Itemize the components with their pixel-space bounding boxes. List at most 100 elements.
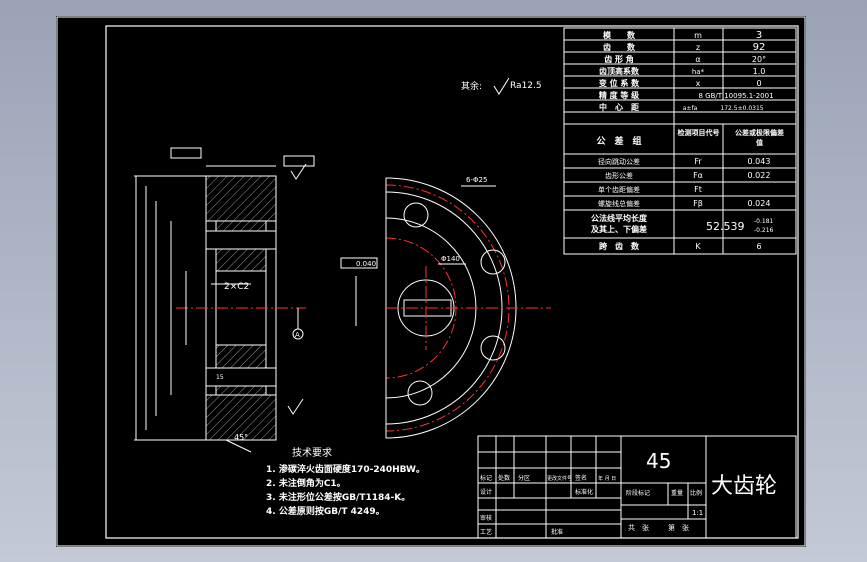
tol-sym: Fβ bbox=[693, 199, 703, 208]
param-name: 齿 形 角 bbox=[604, 54, 634, 64]
tb-count: 处数 bbox=[498, 474, 510, 482]
param-val: 92 bbox=[753, 42, 766, 53]
span-teeth-val: 6 bbox=[756, 242, 761, 251]
drawing-canvas: 2×C2 45° A 15 bbox=[56, 16, 806, 547]
tb-design: 设计 bbox=[480, 488, 492, 496]
tol-frame-top bbox=[170, 147, 202, 159]
param-table bbox=[563, 27, 797, 255]
param-rows: 模 数 m 3 齿 数 z 92 齿 形 角 α 20° 齿顶高系数 ha* 1… bbox=[599, 30, 774, 112]
tb-scale: 比例 bbox=[690, 489, 702, 497]
tb-mark: 标记 bbox=[480, 474, 492, 482]
param-sym: ha* bbox=[692, 68, 705, 76]
gear-front-view bbox=[340, 177, 551, 439]
tech-req-item: 2. 未注倒角为C1。 bbox=[266, 477, 346, 489]
bolt-hole-1 bbox=[403, 202, 429, 228]
roughness-prefix: 其余: bbox=[461, 80, 482, 92]
chamfer-label: 2×C2 bbox=[224, 282, 249, 292]
hole-bottom bbox=[205, 367, 277, 387]
tol-group-header: 公 差 组 bbox=[596, 135, 641, 147]
param-name: 变 位 系 数 bbox=[599, 78, 640, 88]
tb-zone: 分区 bbox=[518, 474, 530, 482]
param-table-frame bbox=[563, 27, 797, 255]
tb-stage-mark: 阶段标记 bbox=[626, 489, 650, 497]
tb-weight: 重量 bbox=[671, 489, 683, 497]
param-val: 20° bbox=[752, 55, 766, 64]
param-val: 3 bbox=[756, 30, 762, 41]
roughness-mark-1 bbox=[290, 163, 307, 180]
hole-label: 6-Φ25 bbox=[466, 176, 487, 184]
tol-limit-header: 公差或极限偏差值 bbox=[735, 129, 784, 147]
param-val: 1.0 bbox=[753, 67, 766, 76]
bolt-hole-2 bbox=[480, 249, 506, 275]
datum-label: A bbox=[295, 331, 300, 339]
hole-top bbox=[205, 230, 277, 250]
common-normal-name2: 及其上、下偏差 bbox=[591, 224, 647, 234]
tol-name: 单个齿距偏差 bbox=[598, 185, 640, 194]
len-label: 15 bbox=[216, 374, 224, 381]
tb-material: 45 bbox=[646, 449, 671, 473]
tol-val: 0.024 bbox=[748, 199, 771, 208]
common-normal-upper: -0.181 bbox=[754, 218, 774, 225]
param-sym: m bbox=[694, 31, 702, 40]
param-sym: z bbox=[696, 43, 700, 52]
tb-date: 年 月 日 bbox=[598, 475, 616, 482]
title-block-frame bbox=[477, 435, 797, 539]
bcd-label: Φ140 bbox=[441, 255, 460, 263]
tol-sym: Fα bbox=[693, 171, 703, 180]
bolt-hole-4 bbox=[407, 380, 433, 406]
tol-limit-header-box: 公差或极限偏差值 bbox=[735, 129, 784, 147]
param-val: 172.5±0.0315 bbox=[720, 105, 763, 112]
tol-sym: Ft bbox=[694, 185, 702, 194]
common-normal-lower: -0.216 bbox=[754, 227, 774, 234]
inner-border bbox=[105, 25, 799, 539]
tol-code-header-box: 检测项目代号 bbox=[677, 129, 720, 137]
tol-name: 螺旋线总偏差 bbox=[598, 199, 640, 208]
common-normal-val: 52.539 bbox=[706, 220, 745, 233]
param-name: 中 心 距 bbox=[599, 102, 639, 112]
bolt-hole-3 bbox=[480, 335, 506, 361]
outer-border bbox=[56, 16, 806, 547]
keyway-tol-frame bbox=[340, 257, 378, 269]
tech-req-title: 技术要求 bbox=[292, 446, 332, 459]
common-normal-name1: 公法线平均长度 bbox=[591, 213, 648, 223]
tb-sign: 签名 bbox=[575, 474, 587, 482]
tol-name: 径向跳动公差 bbox=[598, 157, 640, 166]
angle-label: 45° bbox=[234, 433, 248, 442]
tol-code-header: 检测项目代号 bbox=[677, 129, 720, 137]
tb-review: 审核 bbox=[480, 514, 492, 522]
drawing-sheet: 2×C2 45° A 15 bbox=[56, 16, 806, 547]
tech-req-item: 4. 公差原则按GB/T 4249。 bbox=[266, 505, 385, 517]
gear-section-view bbox=[134, 147, 315, 453]
tb-scale-value: 1:1 bbox=[692, 509, 703, 517]
tb-change-doc: 更改文件号 bbox=[547, 475, 572, 482]
param-val: 8 GB/T 10095.1-2001 bbox=[698, 92, 773, 100]
param-sym: x bbox=[696, 79, 701, 88]
param-name: 齿 数 bbox=[603, 42, 636, 52]
param-val: 0 bbox=[756, 79, 761, 88]
param-sym: α bbox=[695, 55, 700, 64]
tb-sheet: 第 张 bbox=[668, 523, 689, 532]
tb-standardize: 标准化 bbox=[575, 488, 593, 496]
tb-process: 工艺 bbox=[480, 528, 492, 536]
roughness-value: Ra12.5 bbox=[510, 81, 542, 91]
angle-leader bbox=[225, 439, 252, 453]
title-block bbox=[477, 435, 797, 539]
span-teeth-name: 跨 齿 数 bbox=[599, 241, 640, 251]
rim-top bbox=[205, 175, 277, 222]
tol-val: 0.043 bbox=[748, 157, 771, 166]
tol-frame-right bbox=[283, 155, 315, 167]
tb-part-name: 大齿轮 bbox=[711, 474, 777, 499]
tol-name: 齿形公差 bbox=[605, 171, 633, 180]
tol-val: 0.022 bbox=[748, 171, 771, 180]
param-sym: a±fa bbox=[683, 105, 698, 112]
tolerance-rows: 径向跳动公差 Fr 0.043 齿形公差 Fα 0.022 单个齿距偏差 Ft … bbox=[598, 157, 770, 208]
root-arc bbox=[385, 191, 503, 425]
roughness-symbol bbox=[493, 77, 510, 95]
param-name: 精 度 等 级 bbox=[599, 90, 640, 100]
tol-sym: Fr bbox=[694, 157, 702, 166]
param-name: 模 数 bbox=[603, 30, 636, 40]
span-teeth-sym: K bbox=[695, 242, 701, 251]
tb-approve: 批准 bbox=[551, 528, 563, 536]
keyway bbox=[403, 299, 452, 317]
